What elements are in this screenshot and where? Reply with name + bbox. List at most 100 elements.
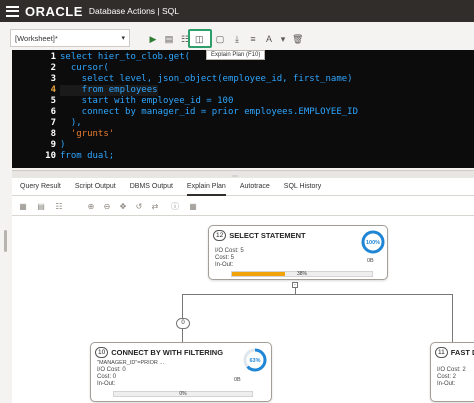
oracle-logo: ORACLE [25,3,83,19]
diagram-view-icon[interactable]: ▦ [19,202,27,211]
worksheet-tab[interactable]: [Worksheet]* ▾ [10,29,130,47]
top-bar: ORACLE Database Actions | SQL [0,0,474,22]
node-cost: Cost: 2 [437,374,457,380]
code-line: start with employee_id = 100 [60,96,234,106]
code-line: select level, json_object(employee_id, f… [60,74,353,84]
zoom-out-icon[interactable]: ⊖ [103,202,111,211]
tree-view-icon[interactable]: ▤ [37,202,45,211]
run-script-icon[interactable]: ▤ [164,34,174,44]
node-name: FAST DU [450,348,474,357]
ring-percent: 63% [249,358,260,364]
table-view-icon[interactable]: ☷ [55,202,63,211]
node-id: 10 [95,347,109,358]
tab-sql-history[interactable]: SQL History [283,182,322,190]
node-name: SELECT STATEMENT [229,231,306,240]
plan-node-connect-by[interactable]: 10 CONNECT BY WITH FILTERING "MANAGER_ID… [90,342,272,402]
expand-icon[interactable]: ⇄ [151,202,159,211]
bar-fill [232,272,286,276]
autotrace-icon[interactable]: ☷ [180,34,190,44]
node-progress-bar: 0% [113,391,253,397]
explain-plan-icon: ◫ [195,34,204,44]
download-icon[interactable]: ⤓ [235,34,239,44]
collapse-port[interactable]: - [292,282,298,288]
line-number: 7 [50,118,56,128]
node-header: 11 FAST DU [435,347,474,358]
sql-editor[interactable]: 1 2 3 4 5 6 7 8 9 10 select hier_to_clob… [12,50,474,168]
chevron-down-icon[interactable]: ▾ [121,35,125,42]
format-icon[interactable]: ≡ [250,34,256,44]
bar-percent: 38% [296,271,307,277]
line-number: 4 [50,85,56,95]
node-rows: 0B [234,377,241,383]
node-header: 10 CONNECT BY WITH FILTERING [95,347,223,358]
clipboard-icon[interactable]: ▦ [189,202,197,211]
tab-query-result[interactable]: Query Result [20,182,61,190]
node-cost: Cost: 0 [97,374,117,380]
line-number: 3 [50,74,56,84]
cost-ring: 100% [361,230,385,254]
node-id: 11 [435,347,448,358]
plan-canvas[interactable]: - 0 12 SELECT STATEMENT I/O Cost: 5 Cost… [12,216,474,403]
line-number: 10 [45,151,56,161]
hamburger-menu-icon[interactable] [6,5,19,17]
bar-percent: 0% [179,391,187,397]
code-line-string: 'grunts' [60,129,115,139]
edge-line [182,294,452,295]
explain-plan-button[interactable]: ◫ [188,29,212,48]
node-cost: Cost: 5 [215,255,235,261]
editor-toolbar: [Worksheet]* ▾ [10,28,310,48]
line-number: 5 [50,96,56,106]
code-line: ) [60,140,66,150]
edge-line [295,286,296,294]
zoom-in-icon[interactable]: ⊕ [87,202,95,211]
edge-line [452,294,453,342]
plan-toolbar: ▦ ▤ ☷ ⊕ ⊖ ✥ ↺ ⇄ ⓘ ▦ [12,198,474,216]
line-number: 2 [50,63,56,73]
reset-zoom-icon[interactable]: ↺ [135,202,143,211]
code-line: ), [60,118,82,128]
app-title: Database Actions | SQL [88,6,179,16]
line-number: 9 [50,140,56,150]
line-number: 6 [50,107,56,117]
line-number: 1 [50,52,56,62]
chevron-down-icon[interactable]: ▾ [280,34,286,44]
line-gutter: 1 2 3 4 5 6 7 8 9 10 [12,50,60,168]
code-line-active: from employees [60,85,158,96]
clear-icon[interactable]: 🗑 [292,34,304,44]
code-line: cursor( [60,63,109,73]
resize-handle[interactable] [4,230,7,252]
tab-dbms-output[interactable]: DBMS Output [129,182,173,190]
node-id: 12 [213,230,227,241]
plan-node-fast-dual[interactable]: 11 FAST DU I/O Cost: 2 Cost: 2 In-Out: [430,342,474,402]
line-number: 8 [50,129,56,139]
node-rows: 0B [367,258,374,264]
node-io-cost: I/O Cost: 5 [215,248,244,254]
info-icon[interactable]: ⓘ [171,202,179,211]
tab-script-output[interactable]: Script Output [74,182,116,190]
code-line: select hier_to_clob.get( [60,52,191,62]
node-io-cost: I/O Cost: 2 [437,367,466,373]
fit-icon[interactable]: ✥ [119,202,127,211]
node-progress-bar: 38% [231,271,373,277]
ring-percent: 100% [366,240,380,246]
node-io-cost: I/O Cost: 0 [97,367,126,373]
node-in-out: In-Out: [97,381,116,387]
case-icon[interactable]: A [265,34,272,44]
code-line: connect by manager_id = prior employees.… [60,107,359,117]
splitter[interactable]: ⋯ [12,170,474,180]
plan-node-select-statement[interactable]: 12 SELECT STATEMENT I/O Cost: 5 Cost: 5 … [208,225,388,280]
sql-tuning-icon[interactable]: ▢ [215,34,225,44]
splitter-grip-icon: ⋯ [232,174,238,180]
node-in-out: In-Out: [215,262,234,268]
results-panel: Query Result Script Output DBMS Output E… [12,178,474,403]
node-header: 12 SELECT STATEMENT [213,230,306,241]
left-rail [0,50,12,403]
tab-autotrace[interactable]: Autotrace [239,182,270,190]
explain-plan-tooltip: Explain Plan (F10) [206,50,266,60]
edge-label: 0 [176,318,190,329]
cost-ring: 63% [243,348,267,372]
tab-explain-plan[interactable]: Explain Plan [186,178,226,196]
code-line: from dual; [60,151,115,161]
run-icon[interactable]: ▶ [149,34,157,44]
results-tabs: Query Result Script Output DBMS Output E… [12,178,474,196]
